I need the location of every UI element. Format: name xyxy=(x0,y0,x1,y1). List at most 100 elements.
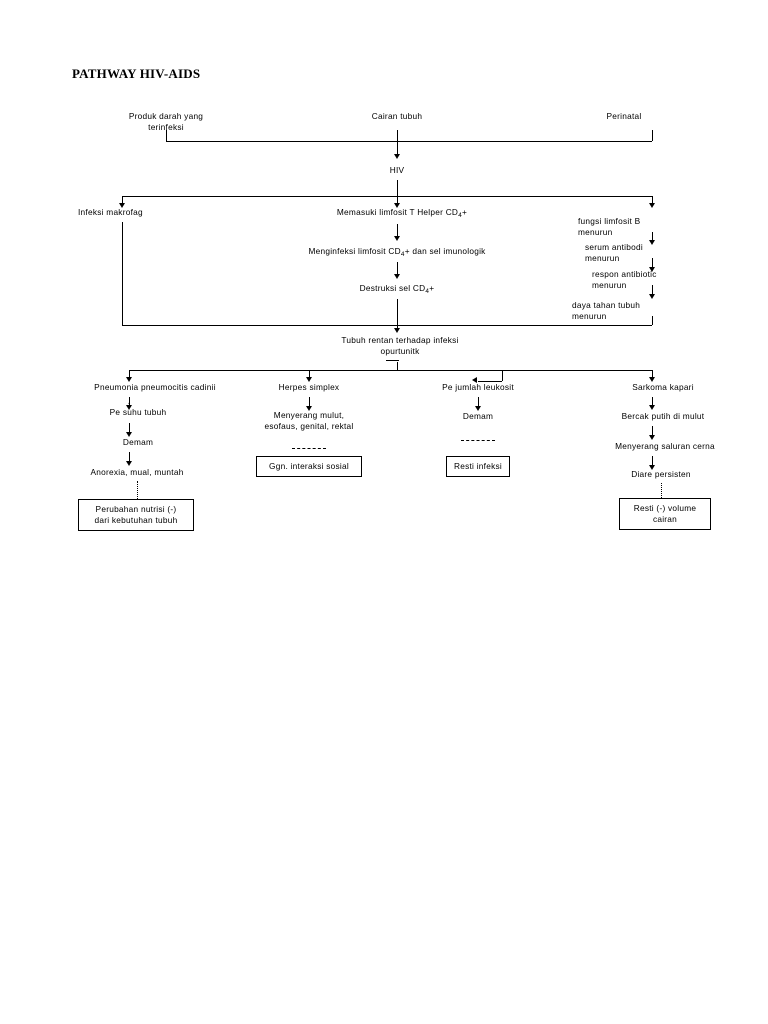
connector-sarcoma-diagnosis-dotted xyxy=(661,483,662,498)
connector-perinatal-stem xyxy=(652,130,653,141)
arrow-infect-icon xyxy=(394,236,400,241)
node-sarkoma-head: Sarkoma kapari xyxy=(632,382,694,392)
node-body-fluids: Cairan tubuh xyxy=(371,111,423,121)
connector-bcell-long-vertical xyxy=(652,316,653,325)
node-perinatal: Perinatal xyxy=(606,111,642,121)
connector-convergence-stem xyxy=(397,362,398,370)
box-ggn-interaksi-sosial: Ggn. interaksi sosial xyxy=(256,456,362,477)
node-leukosit-head: Pe jumlah leukosit xyxy=(442,382,514,392)
arrow-bcell-icon xyxy=(649,203,655,208)
connector-split-pneumonia xyxy=(129,370,130,379)
arrow-thelper-icon xyxy=(394,203,400,208)
node-anorexia-mual-muntah: Anorexia, mual, muntah xyxy=(90,467,184,477)
convergence-underline-mark xyxy=(386,360,399,361)
node-blood-products: Produk darah yang terinfeksi xyxy=(128,111,204,132)
connector-branch-macrophage xyxy=(122,196,123,205)
arrow-serum-icon xyxy=(649,240,655,245)
arrow-macrophage-icon xyxy=(119,203,125,208)
connector-four-way-bar xyxy=(129,370,652,371)
node-daya-tahan-tubuh: daya tahan tubuh menurun xyxy=(572,300,641,321)
node-memasuki-limfosit-t-helper: Memasuki limfosit T Helper CD4+ xyxy=(287,207,517,221)
arrow-sarcoma-step2-icon xyxy=(649,435,655,440)
connector-sarcoma-3 xyxy=(652,456,653,467)
connector-serum-to-response xyxy=(652,258,653,269)
node-herpes-head: Herpes simplex xyxy=(278,382,340,392)
arrow-response-icon xyxy=(649,267,655,272)
node-infeksi-makrofag: Infeksi makrofag xyxy=(78,207,143,217)
node-infect-tail: + dan sel imunologik xyxy=(404,246,486,256)
connector-destroy-to-convergence xyxy=(397,299,398,330)
node-hiv: HIV xyxy=(389,165,405,175)
page-title: PATHWAY HIV-AIDS xyxy=(72,66,201,81)
node-bercak-putih: Bercak putih di mulut xyxy=(621,411,705,421)
node-thelper-text: Memasuki limfosit T Helper CD xyxy=(336,207,459,217)
connector-pneumonia-diagnosis-dotted xyxy=(137,481,138,499)
box-perubahan-nutrisi: Perubahan nutrisi (-) dari kebutuhan tub… xyxy=(78,499,194,531)
separator-leukocyte-dashed xyxy=(461,440,495,441)
connector-branch-thelper xyxy=(397,196,398,205)
node-destroy-subscript: 4 xyxy=(425,288,430,295)
connector-leukocyte-drop xyxy=(502,370,503,381)
node-destroy-tail: + xyxy=(429,283,435,293)
connector-bcell-to-convergence xyxy=(397,325,652,326)
node-destruksi-sel-cd4: Destruksi sel CD4+ xyxy=(297,283,497,297)
connector-fluids-stem xyxy=(397,130,398,141)
arrow-pneumonia-step1-icon xyxy=(126,405,132,410)
node-tubuh-rentan-infeksi: Tubuh rentan terhadap infeksi opurtunitk xyxy=(341,335,459,356)
node-respon-antibiotic: respon antibiotic menurun xyxy=(592,269,657,290)
arrow-leukocyte-icon xyxy=(472,377,477,383)
increase-arrow-icon: ↑ xyxy=(127,400,131,409)
connector-hiv-branch-bar xyxy=(122,196,652,197)
arrow-convergence-icon xyxy=(394,328,400,333)
node-serum-antibodi: serum antibodi menurun xyxy=(585,242,643,263)
arrow-sarcoma-step1-icon xyxy=(649,405,655,410)
node-menyerang-saluran-cerna: Menyerang saluran cerna xyxy=(615,441,715,451)
connector-source-merge-bar xyxy=(166,141,652,142)
connector-leukocyte-1 xyxy=(478,397,479,408)
node-infect-text: Menginfeksi limfosit CD xyxy=(308,246,401,256)
connector-branch-bcell xyxy=(652,196,653,205)
connector-macrophage-long-vertical xyxy=(122,222,123,325)
node-menyerang-mulut: Menyerang mulut, esofaus, genital, rekta… xyxy=(264,410,354,431)
arrow-pneumonia-step2-icon xyxy=(126,432,132,437)
connector-infect-to-destroy xyxy=(397,262,398,276)
node-infect-subscript: 4 xyxy=(400,251,405,258)
node-pneumonia-head: Pneumonia pneumocitis cadinii xyxy=(94,382,216,392)
connector-macrophage-to-convergence xyxy=(122,325,398,326)
connector-sarcoma-1 xyxy=(652,397,653,407)
arrow-sarcoma-icon xyxy=(649,377,655,382)
connector-hiv-stem xyxy=(397,180,398,196)
node-demam-leukosit: Demam xyxy=(462,411,494,421)
connector-herpes-1 xyxy=(309,397,310,408)
connector-split-herpes xyxy=(309,370,310,379)
node-thelper-tail: + xyxy=(462,207,468,217)
node-fungsi-limfosit-b: fungsi limfosit B menurun xyxy=(578,216,641,237)
arrow-sarcoma-step3-icon xyxy=(649,465,655,470)
connector-pneumonia-1 xyxy=(129,397,130,407)
arrow-pneumonia-icon xyxy=(126,377,132,382)
connector-bcell-to-serum xyxy=(652,232,653,242)
arrow-leukocyte-step1-icon xyxy=(475,406,481,411)
node-thelper-subscript: 4 xyxy=(458,212,462,219)
arrow-herpes-step1-icon xyxy=(306,406,312,411)
arrow-resistance-icon xyxy=(649,294,655,299)
connector-split-leukocyte xyxy=(478,381,502,382)
arrow-pneumonia-step3-icon xyxy=(126,461,132,466)
connector-sarcoma-2 xyxy=(652,426,653,437)
connector-pneumonia-3 xyxy=(129,452,130,463)
connector-split-sarcoma xyxy=(652,370,653,379)
connector-pneumonia-2 xyxy=(129,423,130,434)
node-demam-pneumonia: Demam xyxy=(122,437,154,447)
connector-thelper-to-infect xyxy=(397,224,398,238)
arrow-herpes-icon xyxy=(306,377,312,382)
connector-to-hiv xyxy=(397,141,398,156)
node-destroy-text: Destruksi sel CD xyxy=(359,283,426,293)
arrow-to-hiv-icon xyxy=(394,154,400,159)
node-menginfeksi-limfosit: Menginfeksi limfosit CD4+ dan sel imunol… xyxy=(252,246,542,260)
node-diare-persisten: Diare persisten xyxy=(631,469,691,479)
box-resti-volume-cairan: Resti (-) volume cairan xyxy=(619,498,711,530)
arrow-destroy-icon xyxy=(394,274,400,279)
connector-response-to-resistance xyxy=(652,285,653,296)
box-resti-infeksi: Resti infeksi xyxy=(446,456,510,477)
